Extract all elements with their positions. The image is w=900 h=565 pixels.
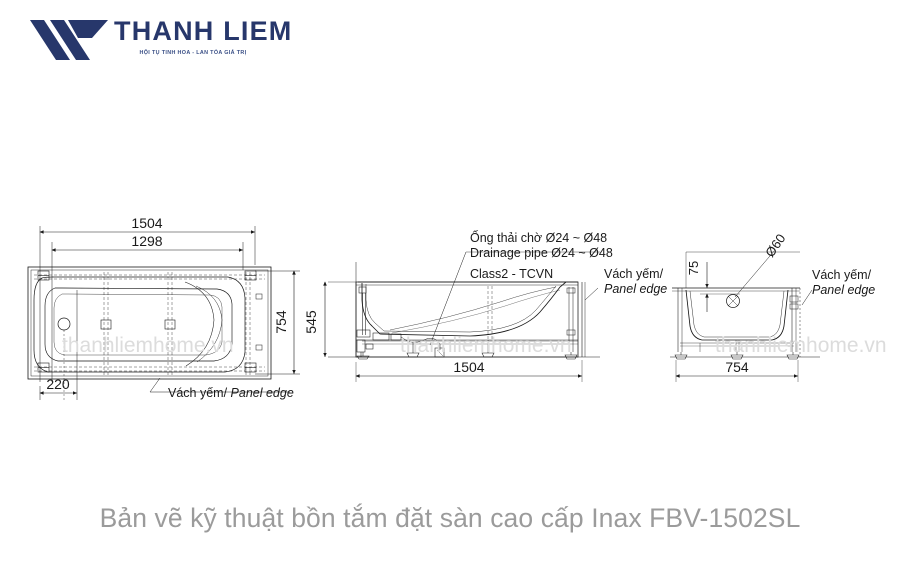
front-dim-1504: 1504 [453, 359, 484, 375]
plan-dim-754: 754 [273, 310, 289, 334]
watermark-right: thanhliemhome.vn [715, 334, 887, 357]
plan-dim-1298: 1298 [131, 233, 162, 249]
side-overflow-diameter-label: Ø60 [762, 231, 788, 260]
side-panel-edge-vi: Vách yếm/ [812, 268, 872, 282]
plan-dim-220: 220 [46, 376, 70, 392]
class-standard-label: Class2 - TCVN [470, 267, 553, 281]
plan-panel-edge-vi: Vách yếm/ [168, 386, 231, 400]
front-dim-545: 545 [303, 310, 319, 334]
drawing-canvas: thanhliemhome.vn thanhliemhome.vn thanhl… [27, 215, 887, 400]
plan-panel-edge-label: Vách yếm/ Panel edge [168, 386, 294, 400]
brand-logo: THANH LIEM HỘI TỤ TINH HOA - LAN TỎA GIÁ… [30, 14, 291, 66]
plan-panel-edge-en: Panel edge [231, 386, 294, 400]
plan-view [27, 226, 300, 400]
side-section-view [670, 249, 820, 382]
watermark-left: thanhliemhome.vn [62, 334, 234, 357]
watermark-middle: thanhliemhome.vn [400, 334, 572, 357]
front-section-view [323, 251, 600, 382]
drainage-pipe-label-en: Drainage pipe Ø24 ~ Ø48 [470, 246, 613, 260]
drainage-pipe-label-vi: Ống thải chờ Ø24 ~ Ø48 [470, 230, 607, 245]
technical-drawing-svg: thanhliemhome.vn thanhliemhome.vn thanhl… [27, 215, 887, 400]
page-title: Bản vẽ kỹ thuật bồn tắm đặt sàn cao cấp … [99, 503, 801, 533]
side-dim-754: 754 [725, 359, 749, 375]
brand-logo-text: THANH LIEM HỘI TỤ TINH HOA - LAN TỎA GIÁ… [114, 16, 293, 57]
side-panel-edge-en: Panel edge [812, 283, 875, 297]
brand-name: THANH LIEM [114, 16, 293, 46]
brand-tagline: HỘI TỤ TINH HOA - LAN TỎA GIÁ TRỊ [139, 50, 247, 56]
plan-dim-1504: 1504 [131, 215, 162, 231]
side-dim-75: 75 [686, 261, 701, 275]
front-panel-edge-vi: Vách yếm/ [604, 267, 664, 281]
thanh-liem-chevron-logo-icon [30, 16, 108, 62]
front-panel-edge-en: Panel edge [604, 282, 667, 296]
